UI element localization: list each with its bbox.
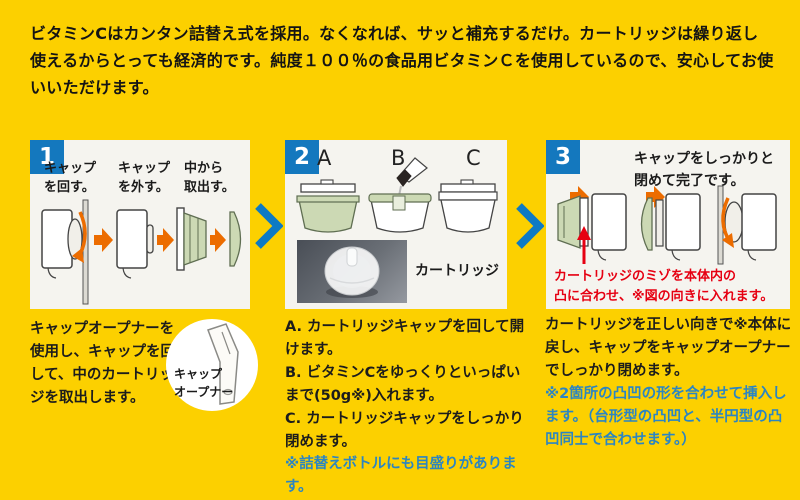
step2-letter-c: C xyxy=(466,146,481,170)
cartridge-photo xyxy=(297,240,407,303)
step2-illustration xyxy=(296,157,498,233)
step1-illustration xyxy=(41,199,242,305)
step2-instruction-b: B. ビタミンCをゆっくりといっぱいまで(50g※)入れます。 xyxy=(285,364,521,404)
chevron-right-icon xyxy=(516,203,544,249)
step2-panel: 2 A B C xyxy=(285,140,507,309)
turn-arrow-icon xyxy=(72,211,87,263)
cartridge-photo-art xyxy=(324,246,380,298)
cartridge-photo-label: カートリッジ xyxy=(415,263,499,279)
red-up-arrow-icon xyxy=(577,226,591,264)
step2-number-badge: 2 xyxy=(285,140,319,174)
step3-alert-text: カートリッジのミゾを本体内の 凸に合わせ、※図の向きに入れます。 xyxy=(554,269,774,304)
bottle-pour-icon xyxy=(396,157,428,197)
step2-instruction-a: A. カートリッジキャップを回して開けます。 xyxy=(285,319,525,358)
step1-caption-remove-cap: キャップ を外す。 xyxy=(118,161,171,195)
step3-text-block: カートリッジを正しい向きで※本体に戻し、キャップをキャップオープナーでしっかり閉… xyxy=(545,314,795,451)
step2-letter-a: A xyxy=(317,146,332,170)
arrow-right-icon xyxy=(210,228,226,252)
step3-title: キャップをしっかりと 閉めて完了です。 xyxy=(634,151,774,190)
step1-panel: 1 キャップ を回す。 キャップ を外す。 中から 取出す。 xyxy=(30,140,250,309)
intro-text: ビタミンCはカンタン詰替え式を採用。なくなれば、サッと補充するだけ。カートリッジ… xyxy=(30,24,774,97)
turn-arrow-icon xyxy=(721,197,734,248)
step2-note: ※詰替えボトルにも目盛りがあります。 xyxy=(285,456,517,496)
step1-number-badge: 1 xyxy=(30,140,64,174)
arrow-right-icon xyxy=(94,228,113,252)
step3-note: ※2箇所の凸凹の形を合わせて挿入します。（台形型の凸凹と、半円型の凸凹同士で合わ… xyxy=(545,385,787,448)
step1-caption-take-out: 中から 取出す。 xyxy=(184,161,235,195)
arrow-right-icon xyxy=(646,186,665,208)
cap-opener-callout: キャップ オープナー xyxy=(166,319,258,411)
step1-description: キャップオープナーを使用し、キャップを回して、中のカートリッジを取出します。 xyxy=(30,321,175,406)
cap-opener-icon xyxy=(207,323,239,405)
cap-opener-label: キャップ オープナー xyxy=(174,367,234,399)
chevron-right-icon xyxy=(255,203,283,249)
step3-description: カートリッジを正しい向きで※本体に戻し、キャップをキャップオープナーでしっかり閉… xyxy=(545,317,792,379)
step3-panel: 3 キャップをしっかりと 閉めて完了です。 xyxy=(546,140,790,309)
step2-instructions: A. カートリッジキャップを回して開けます。 B. ビタミンCをゆっくりといっぱ… xyxy=(285,316,527,499)
step3-number-badge: 3 xyxy=(546,140,580,174)
step2-letter-b: B xyxy=(391,146,406,170)
step3-illustration xyxy=(557,185,777,265)
step2-instruction-c: C. カートリッジキャップをしっかり閉めます。 xyxy=(285,410,524,450)
arrow-right-icon xyxy=(157,228,174,252)
step1-caption-turn-cap: キャップ を回す。 xyxy=(44,161,97,195)
